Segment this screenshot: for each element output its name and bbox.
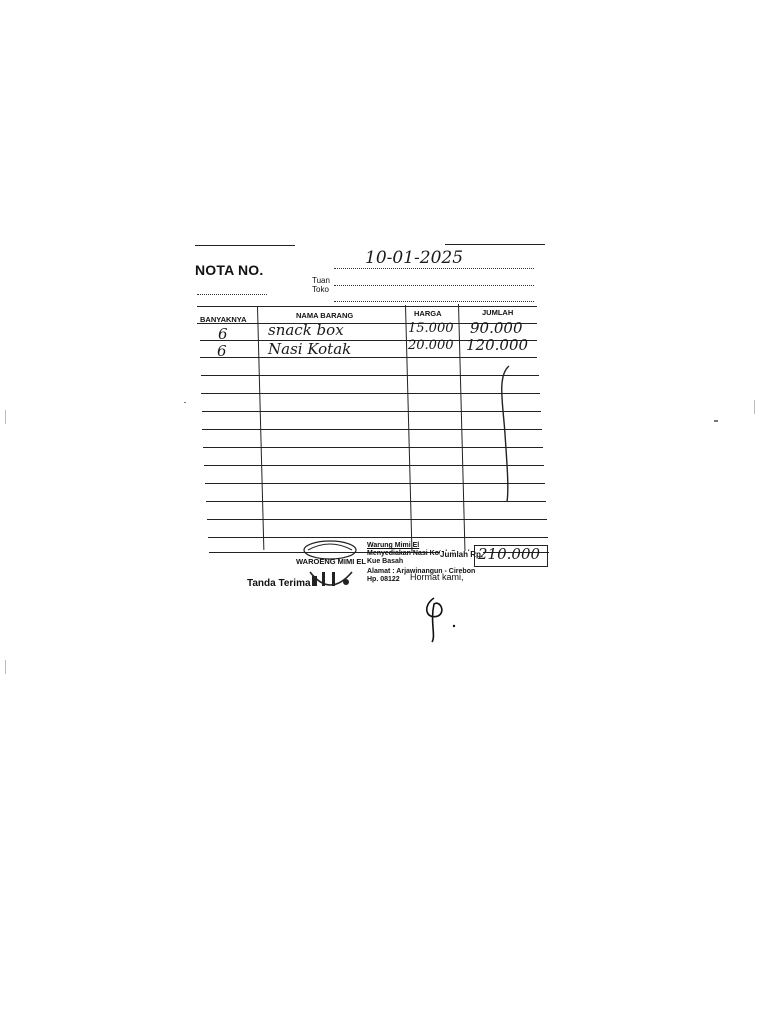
table-row-line xyxy=(203,447,543,448)
item-price: 20.000 xyxy=(408,338,454,353)
item-total: 120.000 xyxy=(466,336,529,354)
scan-edge-mark xyxy=(5,410,6,424)
table-row-line xyxy=(206,501,546,502)
table-row-line xyxy=(201,393,540,394)
shop-name: Warung Mimi El xyxy=(367,542,420,549)
item-name: snack box xyxy=(268,321,344,339)
tuan-label: Tuan xyxy=(312,276,330,285)
shop-address: Alamat : Arjawinangun - Cirebon xyxy=(367,568,476,575)
col-header-price: HARGA xyxy=(414,309,442,318)
table-row-line xyxy=(208,537,548,538)
scan-edge-mark xyxy=(5,660,6,674)
col-header-qty: BANYAKNYA xyxy=(200,315,247,324)
scan-speck xyxy=(714,420,718,422)
shop-phone: Hp. 08122 xyxy=(367,576,400,583)
shop-tagline: Menyediakan Nasi Kotak Snack, Kue Basah xyxy=(367,550,474,565)
item-qty: 6 xyxy=(218,325,228,343)
item-price: 15.000 xyxy=(408,321,454,336)
regards-label: Hormat kami, xyxy=(410,572,464,582)
table-row-line xyxy=(209,552,549,553)
left-dotted-line xyxy=(197,294,267,295)
col-divider xyxy=(458,303,466,552)
table-row-line xyxy=(205,483,545,484)
signature xyxy=(426,597,456,643)
tuan-dotted-line xyxy=(334,285,534,286)
toko-label: Toko xyxy=(312,285,329,294)
grand-total-label: Jumlah Rp. xyxy=(440,550,484,559)
table-row-line xyxy=(201,375,539,376)
date-dotted-line xyxy=(334,268,534,269)
grand-total-value: 210.000 xyxy=(478,545,541,563)
scan-speck xyxy=(184,402,186,403)
col-header-name: NAMA BARANG xyxy=(296,311,354,320)
table-row-line xyxy=(200,357,537,358)
receipt-date: 10-01-2025 xyxy=(365,248,464,268)
bracket-stroke xyxy=(501,365,510,503)
col-header-total: JUMLAH xyxy=(482,308,514,317)
top-rule xyxy=(195,245,295,246)
toko-dotted-line xyxy=(334,301,534,302)
table-row-line xyxy=(204,465,544,466)
scan-edge-mark xyxy=(754,400,755,414)
top-rule xyxy=(445,244,545,245)
item-total: 90.000 xyxy=(470,319,523,337)
table-header-rule xyxy=(197,323,537,324)
receipt-title: NOTA NO. xyxy=(195,262,264,278)
table-row-line xyxy=(207,519,547,520)
stamp-logo xyxy=(303,540,357,586)
table-row-line xyxy=(202,411,541,412)
table-row-line xyxy=(202,429,542,430)
item-qty: 6 xyxy=(217,342,227,360)
received-label: Tanda Terima xyxy=(247,578,311,589)
stamp-name: WAROENG MIMI EL xyxy=(296,557,366,566)
table-row-line xyxy=(200,340,537,341)
item-name: Nasi Kotak xyxy=(268,340,352,358)
grand-total-box xyxy=(474,545,548,567)
table-top-border xyxy=(197,306,537,307)
